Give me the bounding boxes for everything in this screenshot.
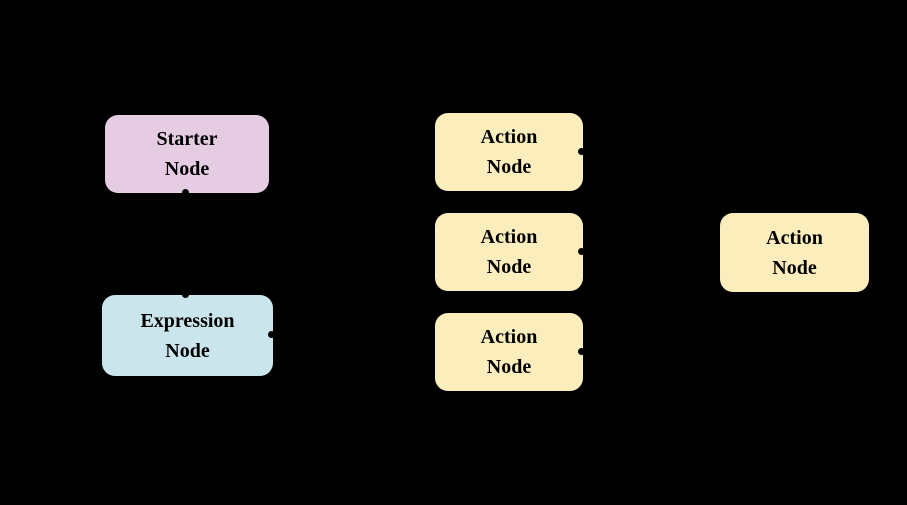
connector-dot-action1-right (578, 148, 585, 155)
connector-dot-action3-right (578, 348, 585, 355)
action-node-2: Action Node (435, 213, 583, 291)
action-node-1: Action Node (435, 113, 583, 191)
connector-dot-expression-top (182, 291, 189, 298)
action-node-3: Action Node (435, 313, 583, 391)
starter-node: Starter Node (105, 115, 269, 193)
expression-node: Expression Node (102, 295, 273, 376)
connector-dot-action2-right (578, 248, 585, 255)
action-node-4: Action Node (720, 213, 869, 292)
connector-dot-starter-bottom (182, 189, 189, 196)
connector-dot-expression-right (268, 331, 275, 338)
